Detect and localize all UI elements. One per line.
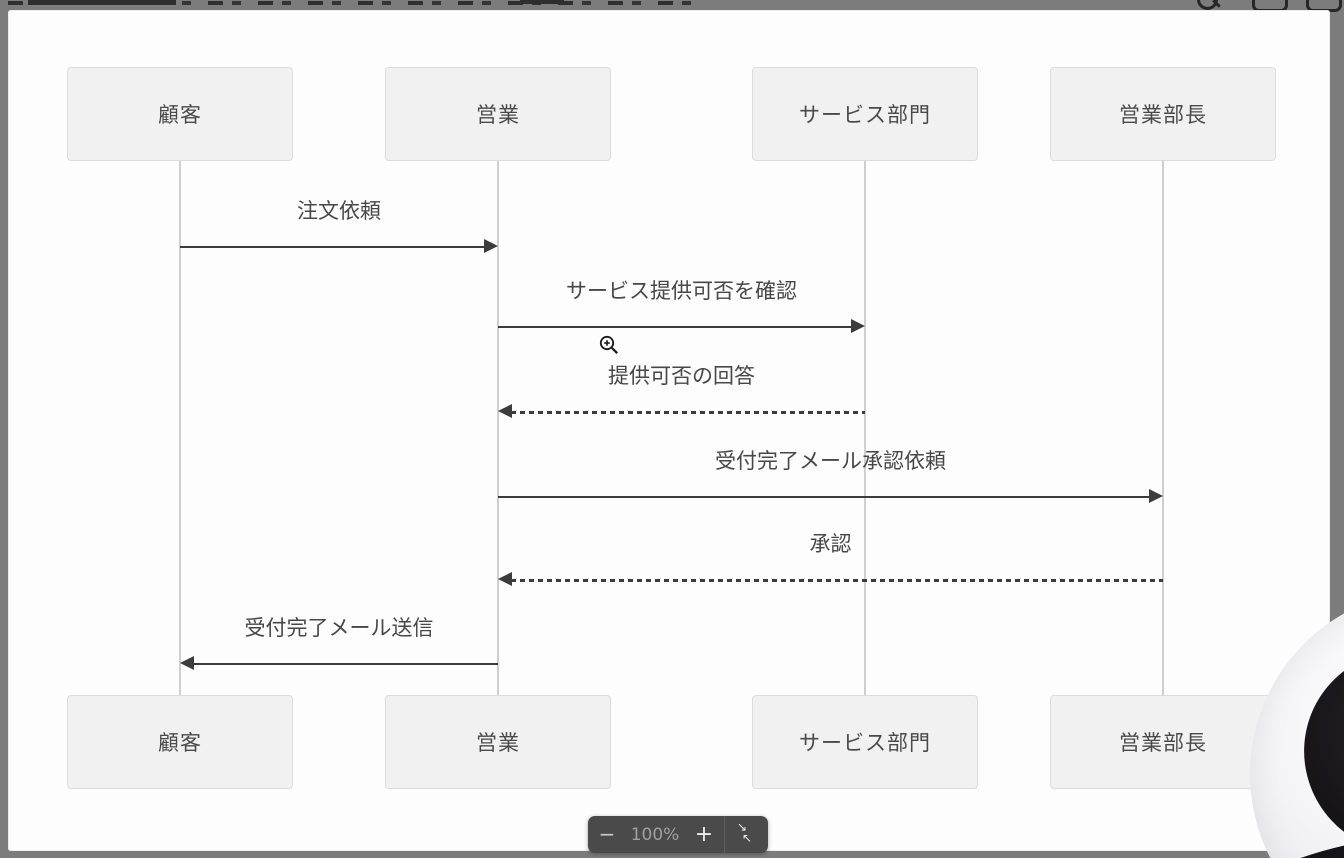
message-line xyxy=(498,496,1150,498)
message-arrowhead xyxy=(851,319,865,333)
message-label: 提供可否の回答 xyxy=(608,364,755,388)
zoom-toolbar: − 100% + ↘ ↖ xyxy=(588,816,768,853)
message-label: 注文依頼 xyxy=(297,199,381,223)
message-line xyxy=(193,663,498,665)
message-arrowhead xyxy=(498,572,512,586)
actor-box-top: 営業部長 xyxy=(1050,67,1276,161)
zoom-in-cursor-icon xyxy=(599,335,618,354)
message-label: 受付完了メール送信 xyxy=(244,616,434,640)
lifeline xyxy=(864,161,866,695)
diagram-canvas[interactable]: 顧客顧客営業営業サービス部門サービス部門営業部長営業部長注文依頼サービス提供可否… xyxy=(8,10,1330,851)
message-line xyxy=(498,326,852,328)
lifeline xyxy=(497,161,499,695)
message-label: 受付完了メール承認依頼 xyxy=(715,449,946,473)
message-arrowhead xyxy=(484,239,498,253)
actor-box-bottom: 営業 xyxy=(385,695,611,789)
fit-to-screen-button[interactable]: ↘ ↖ xyxy=(725,816,767,853)
actor-box-top: 顧客 xyxy=(67,67,293,161)
clipped-top-toolbar xyxy=(0,0,1344,12)
actor-box-top: サービス部門 xyxy=(752,67,978,161)
clipped-toolbar-text xyxy=(8,1,698,5)
lifeline xyxy=(1162,161,1164,695)
message-arrowhead xyxy=(1149,489,1163,503)
zoom-in-button[interactable]: + xyxy=(684,815,724,854)
zoom-level: 100% xyxy=(630,824,680,845)
message-line xyxy=(511,411,865,414)
message-label: サービス提供可否を確認 xyxy=(566,279,797,303)
clipped-toolbar-text xyxy=(28,0,176,5)
message-arrowhead xyxy=(498,404,512,418)
collapse-arrows-icon: ↘ xyxy=(737,820,748,834)
presenter-hair xyxy=(1304,649,1344,855)
clipped-toolbar-text xyxy=(520,0,564,4)
actor-box-bottom: 顧客 xyxy=(67,695,293,789)
message-line xyxy=(511,579,1163,582)
presenter-silhouette xyxy=(1300,649,1344,858)
actor-box-bottom: 営業部長 xyxy=(1050,695,1276,789)
message-arrowhead xyxy=(180,656,194,670)
collapse-arrows-icon: ↖ xyxy=(742,831,753,845)
zoom-out-button[interactable]: − xyxy=(588,815,626,854)
webcam-overlay[interactable] xyxy=(1250,590,1344,858)
presenter-shoulders xyxy=(1300,845,1344,858)
message-line xyxy=(180,246,485,248)
lifeline xyxy=(179,161,181,695)
toolbar-divider xyxy=(724,816,725,853)
actor-box-bottom: サービス部門 xyxy=(752,695,978,789)
message-label: 承認 xyxy=(809,532,852,556)
actor-box-top: 営業 xyxy=(385,67,611,161)
